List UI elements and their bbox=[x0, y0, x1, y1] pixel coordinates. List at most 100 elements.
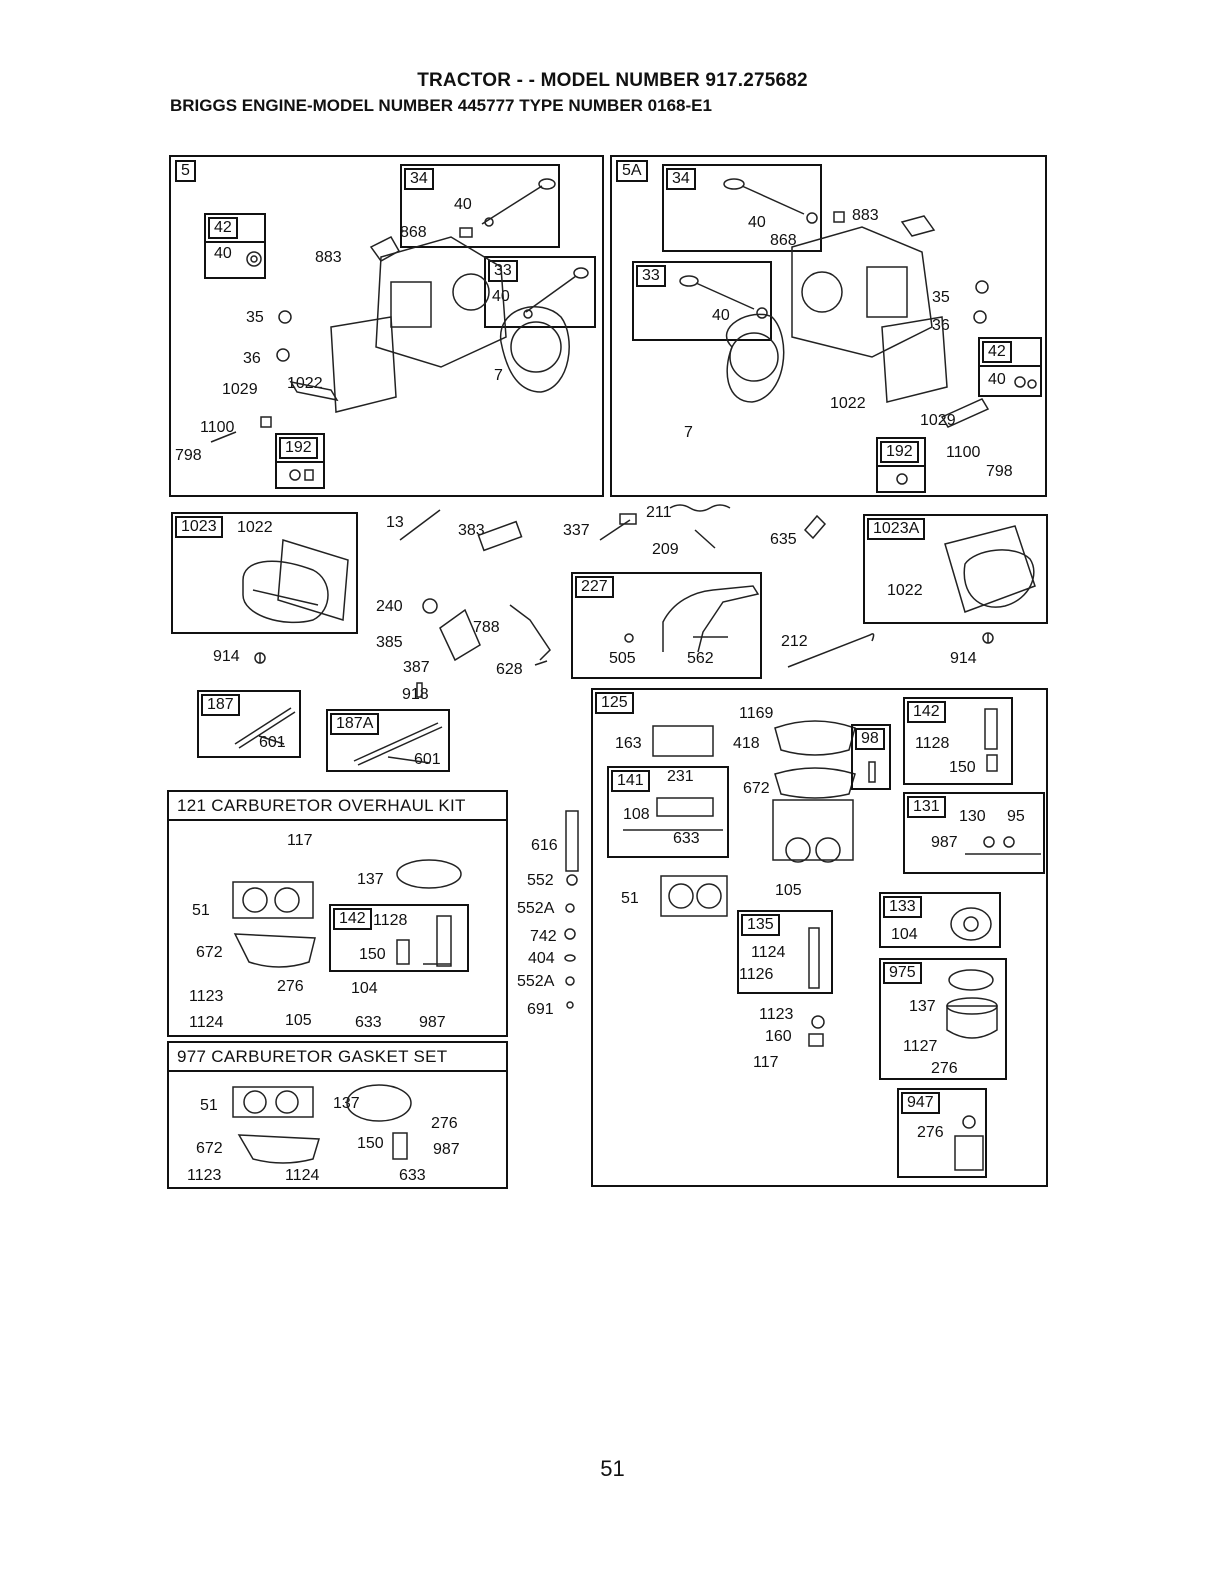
bolt-icon bbox=[254, 652, 266, 664]
label-40: 40 bbox=[492, 288, 510, 305]
label-883: 883 bbox=[852, 207, 879, 224]
label-1100: 1100 bbox=[200, 419, 235, 436]
subassembly-tag-34: 34 bbox=[666, 168, 696, 190]
subassembly-tag-98: 98 bbox=[855, 728, 885, 750]
label-1022: 1022 bbox=[287, 375, 323, 392]
label-1123: 1123 bbox=[759, 1006, 794, 1023]
label-240: 240 bbox=[376, 598, 403, 615]
label-633: 633 bbox=[399, 1167, 426, 1184]
subassembly-tag-135: 135 bbox=[741, 914, 780, 936]
subassembly-tag-131: 131 bbox=[907, 796, 946, 818]
label-163: 163 bbox=[615, 735, 642, 752]
label-337: 337 bbox=[563, 522, 590, 539]
panel-tag-1023: 1023 bbox=[175, 516, 223, 538]
label-7: 7 bbox=[684, 424, 693, 441]
valve-illustration bbox=[459, 178, 556, 238]
label-212: 212 bbox=[781, 633, 808, 650]
subassembly-tag-192: 192 bbox=[279, 437, 318, 459]
panel-tag-187A: 187A bbox=[330, 713, 380, 735]
label-691: 691 bbox=[527, 1001, 554, 1018]
subassembly-33: 33 40 bbox=[632, 261, 772, 341]
label-385: 385 bbox=[376, 634, 403, 651]
label-1127: 1127 bbox=[903, 1038, 938, 1055]
kit-title: 977 CARBURETOR GASKET SET bbox=[177, 1047, 448, 1066]
label-552A: 552A bbox=[517, 973, 555, 990]
retainer-illustration bbox=[1014, 376, 1037, 389]
subassembly-tag-133: 133 bbox=[883, 896, 922, 918]
subassembly-tag-42: 42 bbox=[208, 217, 238, 239]
label-51: 51 bbox=[200, 1097, 218, 1114]
label-276: 276 bbox=[917, 1124, 944, 1141]
label-150: 150 bbox=[359, 946, 386, 963]
label-1100: 1100 bbox=[946, 444, 981, 461]
label-601: 601 bbox=[414, 751, 441, 768]
label-742: 742 bbox=[530, 928, 557, 945]
subassembly-tag-34: 34 bbox=[404, 168, 434, 190]
jet-illustration bbox=[868, 761, 876, 783]
label-95: 95 bbox=[1007, 808, 1025, 825]
subassembly-tag-975: 975 bbox=[883, 962, 922, 984]
label-150: 150 bbox=[949, 759, 976, 776]
label-635: 635 bbox=[770, 531, 797, 548]
subassembly-142: 142 1128 150 bbox=[329, 904, 469, 972]
label-868: 868 bbox=[400, 224, 427, 241]
tube-illustration bbox=[234, 707, 296, 749]
label-1022: 1022 bbox=[887, 582, 923, 599]
panel-tag-5A: 5A bbox=[616, 160, 648, 182]
label-130: 130 bbox=[959, 808, 986, 825]
cylinder-head-illustration bbox=[725, 215, 990, 428]
subassembly-tag-192: 192 bbox=[880, 441, 919, 463]
label-987: 987 bbox=[433, 1141, 460, 1158]
label-104: 104 bbox=[891, 926, 918, 943]
label-914: 914 bbox=[213, 648, 240, 665]
subassembly-947: 947 276 bbox=[897, 1088, 987, 1178]
label-798: 798 bbox=[175, 447, 202, 464]
label-13: 13 bbox=[386, 514, 404, 531]
label-36: 36 bbox=[243, 350, 261, 367]
subassembly-141: 141 231 108 633 bbox=[607, 766, 729, 858]
label-117: 117 bbox=[753, 1054, 779, 1071]
loose-parts-illustration bbox=[564, 810, 579, 1009]
bolt-icon bbox=[982, 632, 994, 644]
label-1123: 1123 bbox=[187, 1167, 222, 1184]
panel-tag-5: 5 bbox=[175, 160, 196, 182]
panel-187: 187 601 bbox=[197, 690, 301, 758]
subassembly-131: 131 130 95 987 bbox=[903, 792, 1045, 874]
subassembly-tag-42: 42 bbox=[982, 341, 1012, 363]
valve-illustration bbox=[723, 178, 845, 224]
label-40: 40 bbox=[214, 245, 232, 262]
label-231: 231 bbox=[667, 768, 694, 785]
label-108: 108 bbox=[623, 806, 650, 823]
label-1124: 1124 bbox=[751, 944, 786, 961]
label-105: 105 bbox=[285, 1012, 312, 1029]
page-title: TRACTOR - - MODEL NUMBER 917.275682 bbox=[417, 70, 808, 91]
label-672: 672 bbox=[196, 944, 223, 961]
panel-5: 5 34 40 868 42 40 33 40 883 35 36 1029 1… bbox=[169, 155, 604, 497]
label-404: 404 bbox=[528, 950, 555, 967]
label-562: 562 bbox=[687, 650, 714, 667]
label-672: 672 bbox=[743, 780, 770, 797]
label-40: 40 bbox=[454, 196, 472, 213]
label-418: 418 bbox=[733, 735, 760, 752]
solenoid-illustration bbox=[950, 907, 992, 941]
panel-125: 125 1169 163 418 672 51 105 1123 160 117… bbox=[591, 688, 1048, 1187]
nut-illustration bbox=[896, 473, 908, 485]
subassembly-33: 33 40 bbox=[484, 256, 596, 328]
retainer-illustration bbox=[246, 251, 262, 267]
valve-cover-illustration bbox=[944, 525, 1036, 613]
cylinder-head-illustration bbox=[210, 236, 570, 443]
subassembly-34: 34 40 868 bbox=[662, 164, 845, 252]
label-1169: 1169 bbox=[739, 705, 774, 722]
label-137: 137 bbox=[357, 871, 384, 888]
link-rod-illustration bbox=[787, 633, 875, 668]
bracket-illustration bbox=[624, 585, 760, 653]
subassembly-98: 98 bbox=[851, 724, 891, 790]
subassembly-tag-947: 947 bbox=[901, 1092, 940, 1114]
label-1126: 1126 bbox=[739, 966, 774, 983]
panel-1023: 1023 1022 bbox=[171, 512, 358, 634]
subassembly-135: 135 1124 1126 bbox=[737, 910, 833, 994]
label-105: 105 bbox=[775, 882, 802, 899]
valve-illustration bbox=[679, 275, 768, 319]
label-35: 35 bbox=[246, 309, 264, 326]
label-40: 40 bbox=[712, 307, 730, 324]
